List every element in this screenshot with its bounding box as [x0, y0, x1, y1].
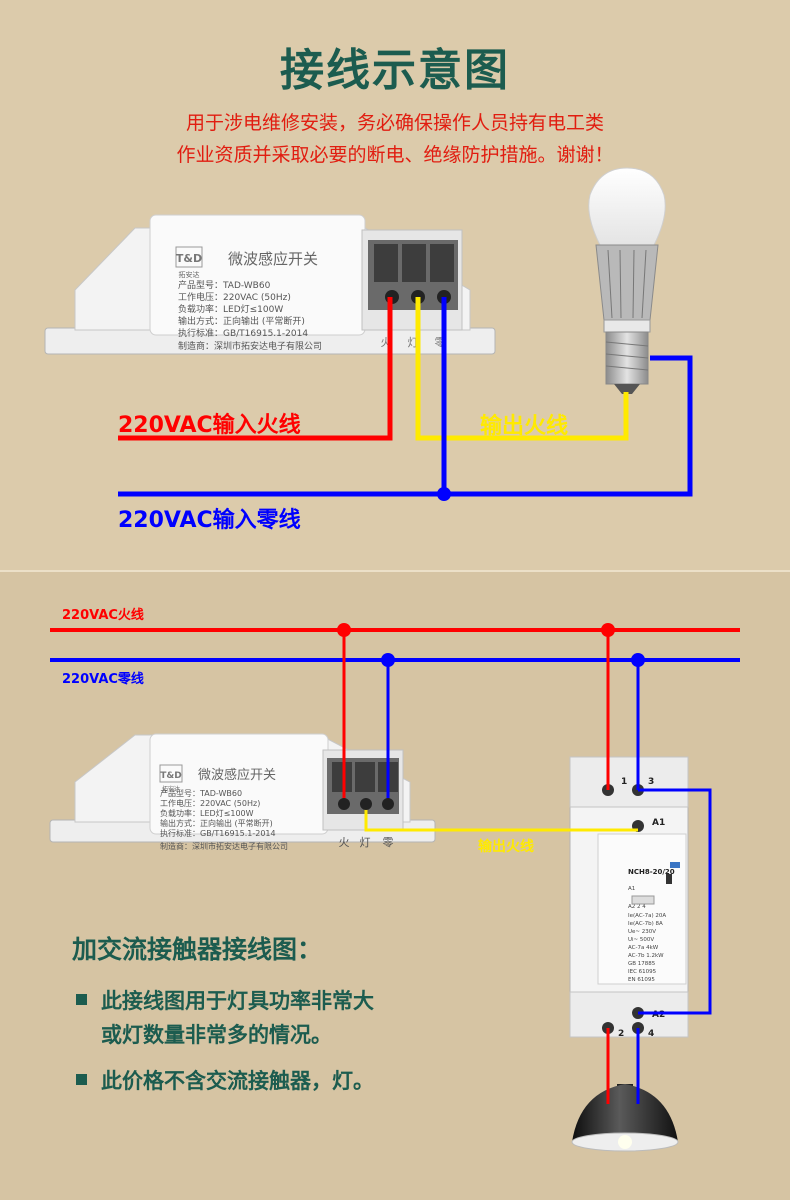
ac-contactor: NCH8-20/20 A1 A2 2 4 Ie(AC-7a) 20A Ie(AC…	[569, 756, 689, 1039]
spec-maker-2: 制造商：深圳市拓安达电子有限公司	[160, 841, 288, 851]
wires-diagram-1	[118, 297, 693, 497]
brand-logo-1: T&D	[176, 252, 202, 265]
contactor-spec-2: Ie(AC-7a) 20A	[628, 913, 666, 919]
label-output-live-2: 输出火线	[478, 839, 534, 855]
bullet-1-text: 此接线图用于灯具功率非常大	[101, 989, 374, 1013]
wire-neutral-coil	[638, 788, 712, 1015]
section-title: 加交流接触器接线图：	[72, 935, 323, 964]
safety-notice-line-2: 作业资质并采取必要的断电、绝缘防护措施。谢谢！	[176, 144, 614, 166]
label-neutral-2: 220VAC零线	[62, 672, 144, 687]
contactor-spec-6: AC-7a 4kW	[628, 945, 659, 951]
diagram-2: T&D 拓安达 微波感应开关 产品型号：TAD-WB60 工作电压：220VAC…	[49, 623, 740, 1152]
spec-load-2: 负载功率：LED灯≤100W	[160, 808, 254, 818]
wires-diagram-2	[342, 630, 712, 1104]
junction-live-device	[337, 623, 351, 637]
device-name-2: 微波感应开关	[198, 767, 276, 783]
panel-divider	[0, 570, 790, 572]
label-live-2: 220VAC火线	[62, 608, 144, 623]
bullet-2-text: 此价格不含交流接触器，灯。	[101, 1069, 374, 1093]
wire-output-1	[415, 297, 629, 441]
junction-neutral-1	[437, 487, 451, 501]
spec-maker-1: 制造商：深圳市拓安达电子有限公司	[178, 340, 322, 352]
bullet-square-icon	[76, 994, 87, 1005]
light-bulb	[588, 167, 666, 394]
label-neutral-input-1: 220VAC输入零线	[118, 508, 301, 533]
spec-standard-2: 执行标准：GB/T16915.1-2014	[160, 828, 276, 838]
contactor-spec-9: IEC 61095	[628, 969, 657, 975]
spec-voltage-1: 工作电压：220VAC (50Hz)	[178, 291, 291, 303]
switch-device-1: T&D 拓安达 微波感应开关 产品型号：TAD-WB60 工作电压：220VAC…	[44, 214, 496, 355]
contactor-terminal-1: 1	[621, 777, 627, 787]
terminal-dot-live-2	[338, 798, 350, 810]
terminal-dot-lamp-2	[360, 798, 372, 810]
spec-output-2: 输出方式：正向输出 (平常断开)	[160, 818, 273, 828]
contactor-terminal-2: 2	[618, 1029, 624, 1039]
terminal-dot-neutral-2	[382, 798, 394, 810]
spec-output-1: 输出方式：正向输出 (平常断开)	[178, 315, 305, 327]
wire-live-in-1	[118, 297, 393, 441]
contactor-spec-3: Ie(AC-7b) 8A	[628, 921, 663, 927]
contactor-spec-5: Ui~ 500V	[628, 937, 654, 943]
diagram-1: T&D 拓安达 微波感应开关 产品型号：TAD-WB60 工作电压：220VAC…	[44, 167, 693, 501]
terminal-live-1: 火	[381, 336, 392, 349]
spec-load-1: 负载功率：LED灯≤100W	[178, 303, 283, 315]
terminal-live-2: 火	[339, 836, 350, 849]
terminal-neutral-2: 零	[383, 836, 394, 849]
contactor-model: NCH8-20/20	[628, 868, 675, 876]
bullet-2: 此价格不含交流接触器，灯。	[76, 1065, 374, 1095]
spec-model-1: 产品型号：TAD-WB60	[178, 279, 271, 291]
contactor-spec-7: AC-7b 1.2kW	[628, 953, 664, 959]
contactor-spec-10: EN 61095	[628, 977, 655, 983]
contactor-spec-1: A2 2 4	[628, 904, 646, 910]
ceiling-lamp	[571, 1084, 679, 1152]
brand-logo-2: T&D	[160, 771, 181, 781]
terminal-lamp-1: 灯	[408, 336, 419, 349]
switch-device-2: T&D 拓安达 微波感应开关 产品型号：TAD-WB60 工作电压：220VAC…	[49, 733, 436, 851]
bullet-1-continued: 或灯数量非常多的情况。	[101, 1023, 332, 1047]
contactor-terminal-3: 3	[648, 777, 654, 787]
device-name-1: 微波感应开关	[228, 250, 318, 268]
contactor-spec-8: GB 17885	[628, 961, 656, 967]
wire-neutral-bulb-1	[118, 355, 693, 497]
bullet-1: 此接线图用于灯具功率非常大	[76, 985, 374, 1015]
spec-model-2: 产品型号：TAD-WB60	[160, 788, 242, 798]
label-live-input-1: 220VAC输入火线	[118, 413, 301, 438]
junction-neutral-device	[381, 653, 395, 667]
junction-live-contactor	[601, 623, 615, 637]
terminal-neutral-1: 零	[435, 336, 446, 349]
contactor-terminal-4: 4	[648, 1029, 654, 1039]
terminal-lamp-2: 灯	[360, 836, 371, 849]
label-output-live-1: 输出火线	[480, 414, 569, 439]
bullet-square-icon	[76, 1074, 87, 1085]
brand-name-1: 拓安达	[179, 270, 200, 279]
contactor-terminal-a1: A1	[652, 818, 665, 828]
page-title: 接线示意图	[280, 45, 510, 96]
spec-voltage-2: 工作电压：220VAC (50Hz)	[160, 798, 260, 808]
contactor-spec-4: Ue~ 230V	[628, 929, 656, 935]
brand-name-2: 拓安达	[162, 785, 180, 793]
contactor-terminal-a2: A2	[652, 1010, 665, 1020]
spec-standard-1: 执行标准：GB/T16915.1-2014	[178, 327, 308, 339]
wire-output-2	[364, 804, 638, 832]
safety-notice-line-1: 用于涉电维修安装，务必确保操作人员持有电工类	[185, 112, 604, 134]
contactor-spec-0: A1	[628, 886, 635, 892]
junction-neutral-contactor	[631, 653, 645, 667]
